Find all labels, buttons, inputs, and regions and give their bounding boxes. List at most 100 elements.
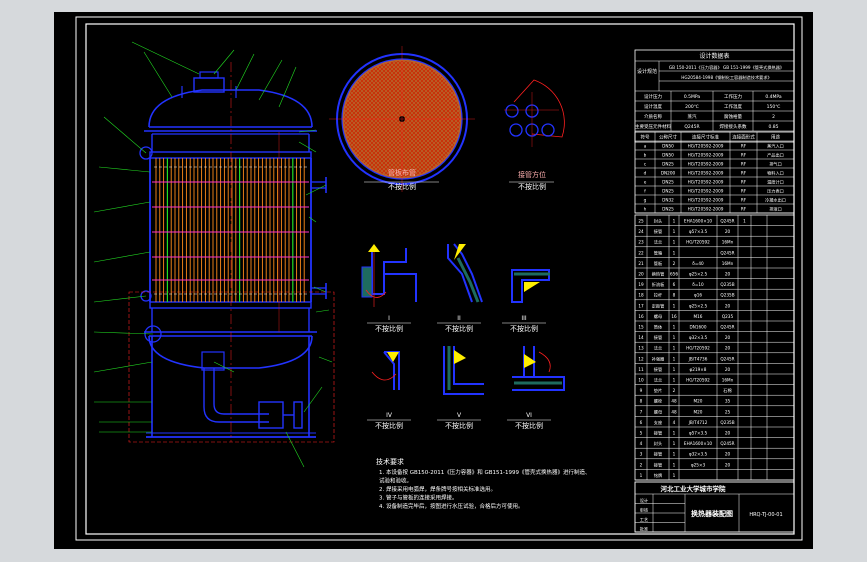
- bom-cell: 9: [640, 388, 643, 393]
- nozzle-orientation-scale: 不按比例: [518, 182, 546, 191]
- nozzle-cell: d: [644, 171, 647, 176]
- nozzle-cell: DN32: [662, 198, 674, 203]
- bom-cell: 35: [725, 399, 731, 404]
- bom-cell: φ57×3.5: [689, 229, 708, 234]
- vessel-elevation: [93, 41, 335, 468]
- nozzle-cell: DN25: [662, 162, 674, 167]
- nozzle-cell: DN200: [661, 171, 676, 176]
- detail-scale-4: 不按比例: [375, 421, 403, 430]
- bom-cell: 1: [673, 431, 676, 436]
- bom-cell: φ57×3.5: [689, 431, 708, 436]
- spec-cell: 设计压力: [644, 93, 662, 100]
- bom-cell: 1: [640, 473, 643, 478]
- bom-cell: M20: [694, 399, 703, 404]
- nozzle-cell: 物料入口: [767, 170, 784, 177]
- bom-cell: 封头: [654, 218, 662, 225]
- bom-cell: 656: [670, 272, 678, 277]
- detail-numeral-6: VI: [526, 412, 532, 419]
- technical-notes: 技术要求 1. 本设备按 GB150-2011《压力容器》和 GB151-199…: [376, 457, 591, 510]
- bom-cell: 16: [638, 314, 644, 319]
- bom-cell: 接管: [654, 430, 662, 437]
- cad-viewport[interactable]: 管板布管 不按比例 接管方位 不按比例: [54, 12, 813, 549]
- bom-cell: 1: [673, 229, 676, 234]
- nozzle-cell: 产品出口: [767, 152, 784, 159]
- nozzle-cell: DN25: [662, 189, 674, 194]
- bom-cell: 1: [673, 219, 676, 224]
- bom-cell: 5: [640, 431, 643, 436]
- bom-cell: φ25×3: [691, 462, 706, 467]
- spec-cell: 焊接接头系数: [720, 123, 747, 130]
- detail-scale-5: 不按比例: [445, 421, 473, 430]
- bom-cell: 16Mn: [722, 378, 734, 383]
- bom-cell: 接管: [654, 366, 662, 373]
- bom-cell: 24: [638, 229, 644, 234]
- bom-cell: 筒体: [654, 324, 663, 331]
- bom-cell: 1: [673, 378, 676, 383]
- detail-6: [512, 346, 565, 391]
- nozzle-cell: DN50: [662, 144, 674, 149]
- bom-cell: φ25×2.5: [689, 303, 708, 308]
- spec-cell: 150℃: [767, 104, 781, 110]
- nozzle-cell: 冷凝水出口: [765, 197, 786, 204]
- nozzle-cell: e: [644, 180, 647, 185]
- nozzle-cell: 蒸汽入口: [767, 143, 784, 150]
- bom-cell: 螺栓: [654, 398, 663, 405]
- bom-cell: 6: [673, 282, 676, 287]
- nozzle-cell: HG/T20592-2009: [688, 207, 724, 212]
- bom-cell: 23: [638, 240, 644, 245]
- nozzle-cell: c: [644, 162, 647, 167]
- bom-cell: 8: [640, 399, 643, 404]
- nozzle-cell: RF: [741, 180, 747, 185]
- spec-cell: 介质名称: [644, 113, 662, 120]
- bom-cell: 17: [638, 303, 644, 308]
- bom-cell: 管箱: [654, 249, 662, 256]
- bom-cell: 20: [725, 462, 731, 467]
- bom-cell: 法兰: [654, 377, 662, 384]
- sign-row-label: 设计: [640, 497, 648, 504]
- bom-cell: 25: [725, 409, 731, 414]
- bom-cell: 拉杆: [654, 292, 663, 299]
- bom-cell: 2: [640, 462, 643, 467]
- note-line: 4. 设备制造完毕后，按图进行水压试验，合格后方可使用。: [379, 502, 524, 510]
- bom-cell: Q245R: [720, 356, 734, 361]
- nozzle-cell: b: [644, 153, 647, 158]
- spec-cell: 工作温度: [724, 103, 742, 110]
- bom-cell: φ25×2.5: [689, 272, 708, 277]
- bom-cell: HG/T20592: [686, 240, 710, 245]
- nozzle-cell: HG/T20592-2009: [688, 144, 724, 149]
- bom-cell: 1: [743, 219, 746, 224]
- nozzle-cell: 压力表口: [767, 188, 784, 195]
- bom-cell: 18: [638, 293, 644, 298]
- bom-cell: 48: [671, 409, 677, 414]
- school-name: 河北工业大学城市学院: [661, 484, 727, 493]
- nozzle-cell: HG/T20592-2009: [688, 189, 724, 194]
- bom-cell: 接管: [654, 334, 662, 341]
- nozzle-cell: HG/T20592-2009: [688, 180, 724, 185]
- bom-cell: 1: [673, 356, 676, 361]
- standard-line: HG20584-1998《钢制化工容器制造技术要求》: [681, 74, 772, 81]
- nozzle-cell: RF: [741, 153, 747, 158]
- nozzle-cell: 排气口: [769, 161, 782, 168]
- bom-cell: M16: [694, 314, 703, 319]
- nozzle-cell: f: [644, 189, 646, 194]
- note-line: 2. 焊接采用电弧焊，焊条牌号按相关标准选用。: [379, 485, 496, 493]
- nozzle-cell: RF: [741, 189, 747, 194]
- nozzle-cell: HG/T20592-2009: [688, 153, 724, 158]
- note-line: 1. 本设备按 GB150-2011《压力容器》和 GB151-1999《管壳式…: [379, 468, 591, 476]
- bom-cell: 20: [725, 303, 731, 308]
- bom-cell: EHA1600×10: [684, 441, 712, 446]
- bom-cell: 接管: [654, 461, 662, 468]
- leader-lines: [93, 41, 333, 468]
- detail-scale-3: 不按比例: [510, 324, 538, 333]
- nozzle-cell: RF: [741, 144, 747, 149]
- bom-cell: 换热管: [652, 271, 665, 278]
- spec-cell: 工作压力: [724, 93, 742, 100]
- note-line: 3. 管子与管板的连接采用焊接。: [379, 494, 458, 502]
- spec-cell: 腐蚀裕量: [724, 113, 742, 120]
- bom-cell: 10: [638, 378, 644, 383]
- nozzle-cell: HG/T20592-2009: [688, 198, 724, 203]
- bom-cell: Q235: [722, 314, 734, 319]
